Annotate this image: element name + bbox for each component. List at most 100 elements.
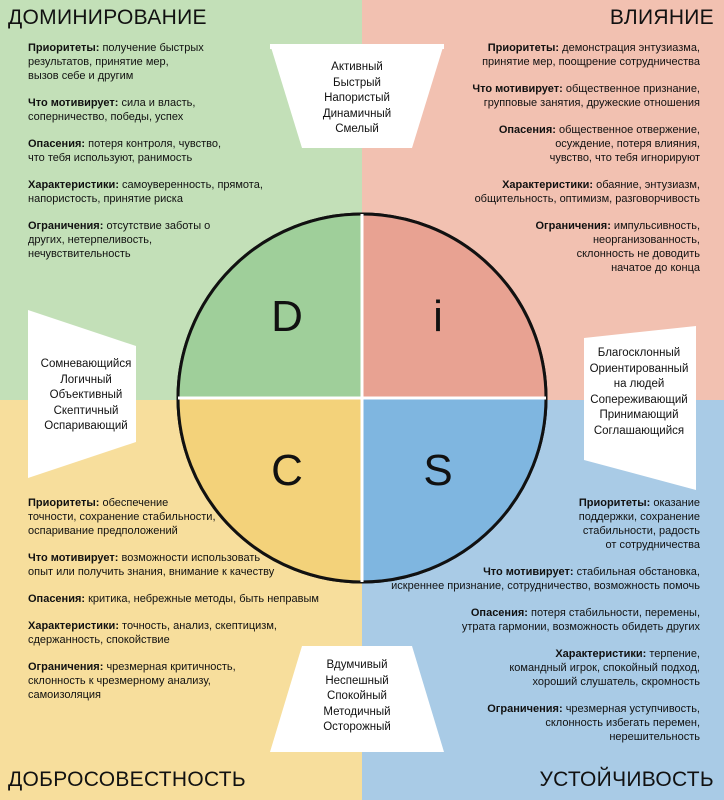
description-label: Что мотивирует: — [483, 566, 574, 578]
description-item: Что мотивирует: возможности использовать… — [28, 551, 358, 579]
description-label: Что мотивирует: — [472, 83, 563, 95]
description-item: Что мотивирует: сила и власть, соперничес… — [28, 96, 264, 124]
description-line: склонность не доводить — [576, 248, 700, 260]
description-label: Приоритеты: — [487, 42, 560, 54]
description-line: напористость, принятие риска — [28, 193, 183, 205]
description-line: искреннее признание, сотрудничество, воз… — [391, 580, 700, 592]
adjective: Скептичный — [53, 404, 119, 417]
description-line: неорганизованность, — [592, 234, 700, 246]
i-quadrant — [362, 214, 546, 398]
adjective: Активный — [331, 61, 383, 73]
description-item: Ограничения: импульсивность, неорганизова… — [440, 219, 700, 275]
right-trapezoid — [584, 326, 696, 490]
description-text: импульсивность, — [613, 220, 700, 232]
description-line: нерешительность — [609, 731, 700, 743]
description-line: стабильности, радость — [582, 525, 700, 537]
c-title: ДОБРОСОВЕСТНОСТЬ — [8, 768, 246, 791]
adjective: Сопереживающий — [590, 393, 688, 406]
description-line: склонность к чрезмерному анализу, — [28, 675, 211, 687]
description-line: групповые занятия, дружеские отношения — [483, 97, 700, 109]
c-quadrant — [178, 398, 362, 582]
description-item: Опасения: потеря контроля, чувство,что т… — [28, 137, 264, 165]
description-item: Характеристики: обаяние, энтузиазм, общит… — [440, 178, 700, 206]
adjective: Соглашающийся — [593, 424, 685, 437]
description-text: чрезмерная критичность, — [106, 661, 236, 673]
adjective: Спокойный — [327, 690, 387, 702]
letter-s: S — [423, 446, 453, 495]
description-line: осуждение, потеря влияния, — [555, 138, 700, 150]
description-text: возможности использовать — [121, 552, 261, 564]
description-line: нечувствительность — [28, 248, 131, 260]
adjective: Смелый — [335, 123, 379, 135]
description-line: поддержки, сохранение — [578, 511, 700, 523]
description-item: Характеристики: самоуверенность, прямота… — [28, 178, 264, 206]
description-label: Характеристики: — [502, 179, 594, 191]
description-item: Характеристики: точность, анализ, скепти… — [28, 619, 358, 647]
d-quadrant — [178, 214, 362, 398]
description-text: точность, анализ, скептицизм, — [122, 620, 277, 632]
adjective: Логичный — [60, 373, 112, 386]
description-text: сила и власть, — [121, 97, 196, 109]
description-line: утрата гармонии, возможность обидеть дру… — [461, 621, 700, 633]
description-item: Что мотивирует: общественное признание,г… — [440, 82, 700, 110]
description-line: командный игрок, спокойный подход, — [509, 662, 700, 674]
s-title: УСТОЙЧИВОСТЬ — [539, 768, 714, 791]
description-label: Характеристики: — [28, 620, 119, 632]
adjective: Вдумчивый — [326, 659, 388, 671]
letter-d: D — [271, 292, 303, 341]
description-label: Приоритеты: — [578, 497, 651, 509]
description-line: сдержанность, спокойствие — [28, 634, 170, 646]
description-line: принятие мер, поощрение сотрудничества — [482, 56, 700, 68]
description-line: общительность, оптимизм, разговорчивость — [474, 193, 700, 205]
description-item: Ограничения: чрезмерная уступчивость,скл… — [380, 702, 700, 744]
description-line: самоизоляция — [28, 689, 102, 701]
adjective: Объективный — [49, 389, 123, 401]
description-text: получение быстрых — [102, 42, 204, 54]
i-description: Приоритеты: демонстрация энтузиазма, прин… — [440, 41, 700, 288]
description-line: вызов себе и другим — [28, 70, 134, 82]
description-line: точности, сохранение стабильности, — [28, 511, 216, 523]
description-text: демонстрация энтузиазма, — [562, 42, 700, 54]
adjective: Сомневающийся — [40, 358, 132, 370]
description-item: Опасения: общественное отвержение,осужде… — [440, 123, 700, 165]
description-line: опыт или получить знания, внимание к кач… — [28, 566, 275, 578]
description-text: отсутствие заботы о — [106, 220, 211, 232]
description-text: обаяние, энтузиазм, — [596, 179, 700, 191]
description-line: от сотрудничества — [605, 539, 701, 551]
description-text: потеря стабильности, перемены, — [530, 607, 700, 619]
bottom-trapezoid — [270, 646, 444, 752]
description-line: что тебя используют, ранимость — [28, 152, 193, 164]
adjective: Быстрый — [333, 76, 381, 89]
description-label: Ограничения: — [535, 220, 611, 232]
description-line: соперничество, победы, успех — [28, 111, 184, 123]
description-label: Приоритеты: — [28, 42, 100, 54]
description-label: Что мотивирует: — [28, 97, 119, 109]
description-item: Ограничения: чрезмерная критичность,скло… — [28, 660, 358, 702]
adjective: Напористый — [324, 92, 390, 104]
description-item: Приоритеты: демонстрация энтузиазма, прин… — [440, 41, 700, 69]
description-label: Опасения: — [498, 124, 556, 136]
adjective: Ориентированный — [589, 362, 689, 375]
s-quadrant — [362, 398, 546, 582]
description-text: самоуверенность, прямота, — [122, 179, 263, 191]
description-label: Опасения: — [28, 593, 86, 605]
description-text: терпение, — [649, 648, 700, 660]
description-item: Что мотивирует: стабильная обстановка,ис… — [380, 565, 700, 593]
adjective: Осторожный — [323, 721, 391, 733]
description-item: Опасения: потеря стабильности, перемены,… — [380, 606, 700, 634]
adjective: на людей — [613, 378, 665, 390]
description-label: Характеристики: — [28, 179, 119, 191]
adjective: Принимающий — [599, 409, 679, 421]
description-item: Характеристики: терпение,командный игрок… — [380, 647, 700, 689]
adjective: Динамичный — [322, 107, 392, 120]
description-label: Ограничения: — [28, 220, 104, 232]
